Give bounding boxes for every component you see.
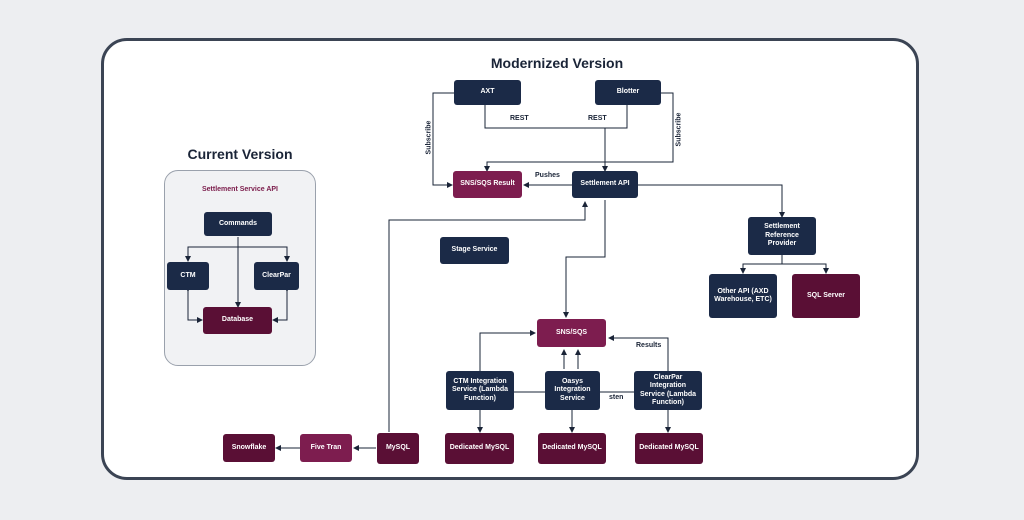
settlement-service-api-title: Settlement Service API [202,186,278,193]
dedicated-mysql-ctm-node: Dedicated MySQL [445,433,514,464]
api-to-reference-arrow [638,184,785,218]
clearpar-database-arrow [272,286,290,323]
clearpar-node: ClearPar [254,262,299,290]
commands-to-ctm-arrow [185,246,238,262]
five-tran-node: Five Tran [300,434,352,462]
sns-sqs-result-node: SNS/SQS Result [453,171,522,198]
sql-server-node: SQL Server [792,274,860,318]
subscribe-label-left: Subscribe [425,120,433,155]
dedicated-mysql-oasys-node: Dedicated MySQL [538,433,606,464]
axt-rest-arrow [484,105,608,172]
ctm-to-snssqs-arrow [479,330,536,371]
blotter-subscribe-arrow [484,92,674,172]
subscribe-label-right: Subscribe [675,112,683,147]
blotter-node: Blotter [595,80,661,105]
clearpar-results-arrow [608,335,669,371]
dedicated-mysql-clearpar-node: Dedicated MySQL [635,433,703,464]
commands-node: Commands [204,212,272,236]
reference-to-otherapi-arrow [740,255,783,274]
rest-label-blotter: REST [588,115,607,122]
clearpar-integration-service-node: ClearPar Integration Service (Lambda Fun… [634,371,702,410]
ctm-integration-service-node: CTM Integration Service (Lambda Function… [446,371,514,410]
oasys-integration-service-node: Oasys Integration Service [545,371,600,410]
blotter-rest-arrow [605,105,628,129]
modernized-version-heading: Modernized Version [490,55,624,71]
axt-subscribe-arrow [432,92,454,188]
settlement-api-node: Settlement API [572,171,638,198]
api-to-snssqs-arrow [563,200,606,318]
ctm-node: CTM [167,262,209,290]
other-api-node: Other API (AXD Warehouse, ETC) [709,274,777,318]
snowflake-node: Snowflake [223,434,275,462]
commands-to-clearpar-arrow [238,246,290,262]
ctm-database-arrow [185,286,203,323]
mysql-to-api-arrow [388,201,588,432]
current-version-heading: Current Version [187,146,293,162]
settlement-reference-provider-node: Settlement Reference Provider [748,217,816,255]
stage-service-node: Stage Service [440,237,509,264]
listen-label: sten [609,394,624,401]
pushes-label: Pushes [535,172,560,179]
axt-node: AXT [454,80,521,105]
mysql-node: MySQL [377,433,419,464]
results-label: Results [636,342,662,349]
database-node: Database [203,307,272,334]
sns-sqs-node: SNS/SQS [537,319,606,347]
rest-label-axt: REST [510,115,529,122]
reference-to-sqlserver-arrow [781,255,829,274]
